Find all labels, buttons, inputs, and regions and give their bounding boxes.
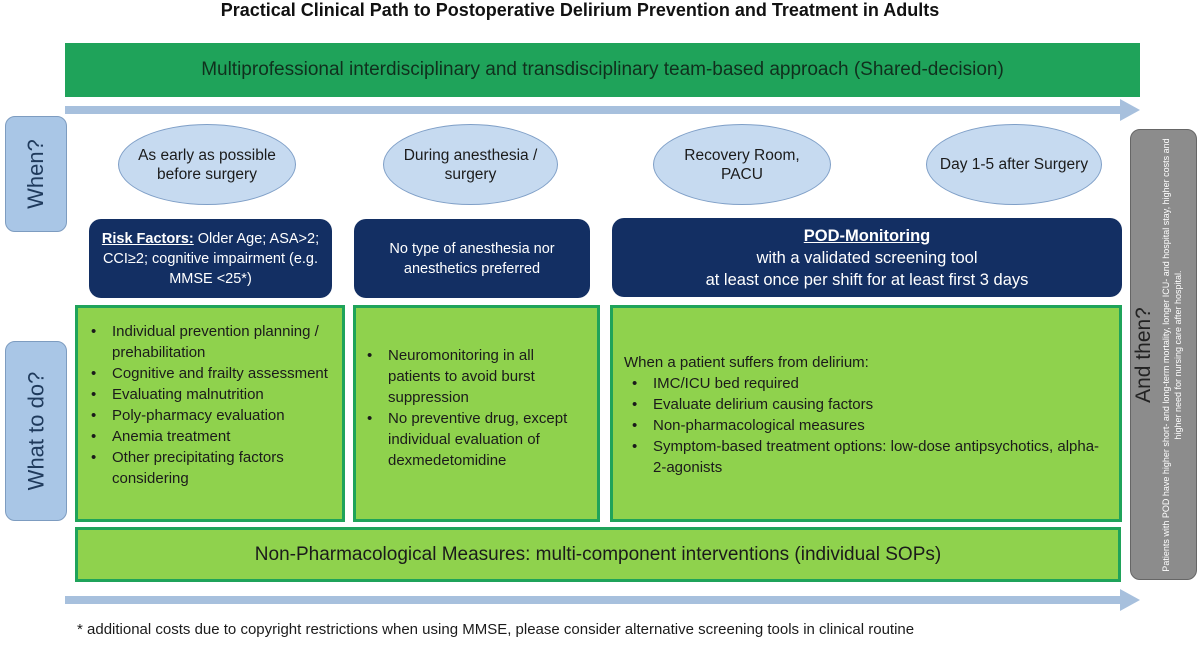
postoperative-action-item: Non-pharmacological measures [623, 415, 1105, 436]
preoperative-action-item: Evaluating malnutrition [82, 384, 332, 405]
non-pharmacological-measures-bar: Non-Pharmacological Measures: multi-comp… [75, 527, 1121, 582]
postoperative-actions-box: When a patient suffers from delirium: IM… [610, 305, 1122, 522]
preoperative-actions-box: Individual prevention planning / prehabi… [75, 305, 345, 522]
non-pharmacological-measures-text: Non-Pharmacological Measures: multi-comp… [254, 543, 942, 565]
timeline-arrow-bottom-shaft [65, 596, 1123, 604]
team-approach-banner: Multiprofessional interdisciplinary and … [65, 43, 1140, 97]
postoperative-action-item: Evaluate delirium causing factors [623, 394, 1105, 415]
intraoperative-actions-list: Neuromonitoring in all patients to avoid… [358, 345, 587, 471]
when-label-box: When? [5, 116, 67, 232]
preoperative-action-item: Poly-pharmacy evaluation [82, 405, 332, 426]
what-to-do-label: What to do? [23, 371, 49, 491]
pod-monitoring-heading: POD-Monitoring [803, 226, 931, 245]
postoperative-action-item: Symptom-based treatment options: low-dos… [623, 436, 1105, 478]
timeline-arrow-top-head [1120, 99, 1140, 121]
intraoperative-action-item: No preventive drug, except individual ev… [358, 408, 587, 471]
postoperative-actions-list: IMC/ICU bed required Evaluate delirium c… [623, 373, 1105, 478]
postoperative-action-item: IMC/ICU bed required [623, 373, 1105, 394]
preoperative-action-item: Other precipitating factors considering [82, 447, 332, 489]
risk-factors-box: Risk Factors: Older Age; ASA>2; CCI≥2; c… [89, 219, 332, 298]
timeline-arrow-top-shaft [65, 106, 1123, 114]
risk-factors-heading: Risk Factors: [101, 230, 194, 247]
pod-monitoring-box: POD-Monitoring with a validated screenin… [612, 218, 1122, 297]
timeline-arrow-bottom-head [1120, 589, 1140, 611]
pod-monitoring-line-1: with a validated screening tool [756, 248, 978, 267]
pod-monitoring-line-2: at least once per shift for at least fir… [705, 270, 1029, 289]
intraoperative-action-item: Neuromonitoring in all patients to avoid… [358, 345, 587, 408]
and-then-label: And then? [1132, 307, 1155, 403]
postoperative-actions-intro: When a patient suffers from delirium: [624, 354, 869, 371]
when-label: When? [23, 139, 48, 209]
page-title: Practical Clinical Path to Postoperative… [220, 0, 940, 20]
risk-factors-text: Older Age; ASA>2; CCI≥2; cognitive impai… [102, 230, 320, 287]
timing-preoperative: As early as possible before surgery [118, 124, 296, 205]
what-to-do-label-box: What to do? [5, 341, 67, 521]
anesthesia-box: No type of anesthesia nor anesthetics pr… [354, 219, 590, 298]
preoperative-action-item: Cognitive and frailty assessment [82, 363, 332, 384]
preoperative-action-item: Individual prevention planning / prehabi… [82, 321, 332, 363]
team-approach-text: Multiprofessional interdisciplinary and … [201, 59, 1004, 80]
and-then-panel: And then? Patients with POD have higher … [1130, 129, 1197, 580]
preoperative-action-item: Anemia treatment [82, 426, 332, 447]
preoperative-actions-list: Individual prevention planning / prehabi… [82, 321, 332, 489]
timing-postoperative-days: Day 1-5 after Surgery [926, 124, 1102, 205]
intraoperative-actions-box: Neuromonitoring in all patients to avoid… [353, 305, 600, 522]
timing-recovery-room: Recovery Room, PACU [653, 124, 831, 205]
and-then-note: Patients with POD have higher short- and… [1161, 138, 1183, 572]
timing-intraoperative: During anesthesia / surgery [383, 124, 558, 205]
footnote: * additional costs due to copyright rest… [77, 621, 915, 638]
